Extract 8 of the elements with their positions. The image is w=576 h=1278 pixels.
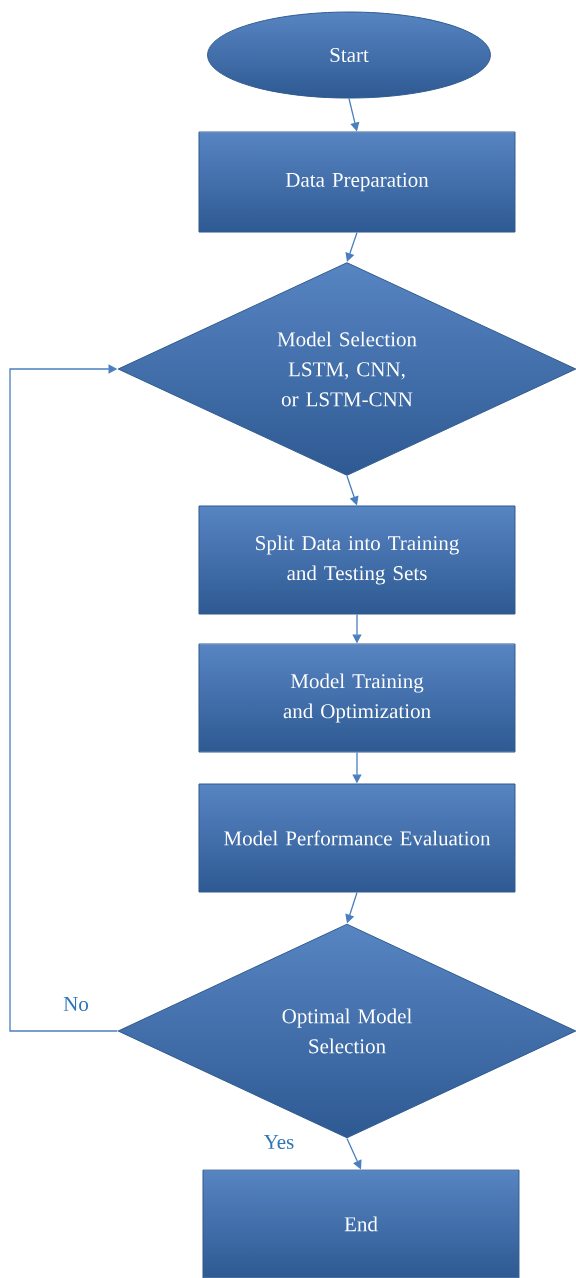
process-box: Model Training and Optimization [198,643,516,753]
process-box: Model Performance Evaluation [198,783,516,893]
edge-label: No [63,997,89,1011]
arrow [9,364,119,1032]
arrow [345,231,358,262]
process-box: Data Preparation [198,131,516,233]
process-box: End [202,1169,520,1278]
process-box: Split Data into Training and Testing Sets [198,505,516,615]
